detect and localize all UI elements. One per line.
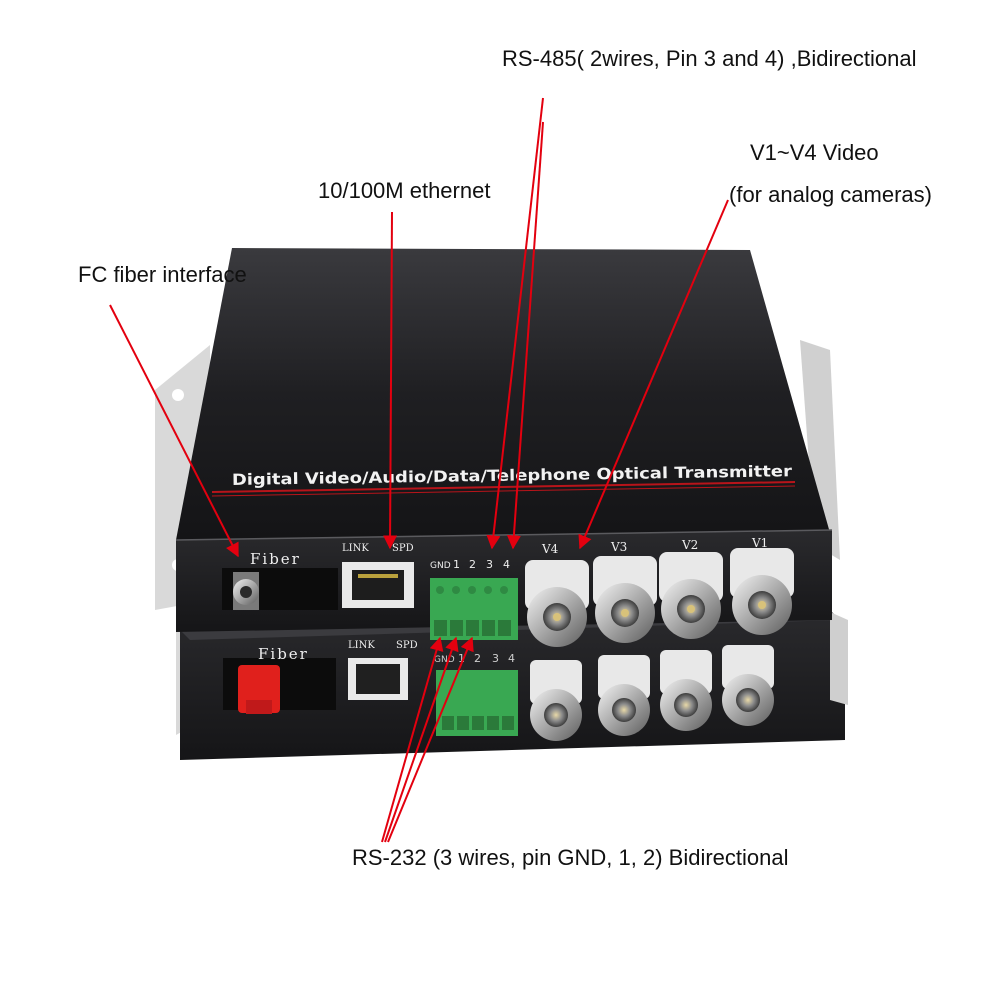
- callout-video-line1: V1~V4 Video: [750, 140, 879, 165]
- callout-ethernet: 10/100M ethernet: [318, 178, 491, 203]
- pin-label-3: 3: [486, 558, 493, 571]
- pin-label-3-lower: 3: [492, 652, 499, 665]
- link-label-upper: LINK: [342, 543, 369, 554]
- fiber-arrow: [109, 304, 239, 558]
- terminal-pin-labels: GND 1 2 3 4: [430, 558, 510, 571]
- video-arrow: [578, 199, 729, 550]
- upper-unit: [155, 248, 840, 647]
- port-label-v1: V1: [751, 536, 768, 550]
- callout-rs485: RS-485( 2wires, Pin 3 and 4) ,Bidirectio…: [502, 46, 917, 71]
- port-label-v4: V4: [541, 542, 559, 556]
- port-label-v2: V2: [681, 538, 698, 552]
- callout-fiber: FC fiber interface: [78, 262, 247, 287]
- mounting-ear-right: [830, 612, 848, 705]
- pin-label-1: 1: [453, 558, 460, 571]
- callout-video-line2: (for analog cameras): [729, 182, 932, 207]
- rs232-arrow-pin2: [387, 636, 474, 843]
- rs485-arrow-pin4: [506, 121, 544, 550]
- rs232-arrow-pin1: [384, 636, 459, 843]
- link-label-lower: LINK: [348, 640, 375, 651]
- fiber-label-lower: Fiber: [258, 645, 309, 663]
- rs485-arrow-pin3: [486, 97, 544, 550]
- pin-label-4-lower: 4: [508, 652, 515, 665]
- pin-label-2: 2: [469, 558, 476, 571]
- pin-label-gnd-lower: GND: [434, 655, 455, 665]
- rs232-arrow-gnd: [381, 636, 444, 843]
- mounting-ear-right-upper: [800, 340, 840, 560]
- callout-rs232: RS-232 (3 wires, pin GND, 1, 2) Bidirect…: [352, 845, 789, 870]
- pin-label-1-lower: 1: [458, 652, 465, 665]
- pin-label-4: 4: [503, 558, 510, 571]
- fiber-label-upper: Fiber: [250, 550, 301, 568]
- bnc-connector-row: [525, 548, 794, 647]
- device-top-face: [176, 248, 832, 540]
- video-port-labels: V4 V3 V2 V1: [541, 536, 768, 556]
- callout-arrows: [109, 97, 729, 843]
- ethernet-arrow: [383, 211, 398, 550]
- pin-label-2-lower: 2: [474, 652, 481, 665]
- spd-label-upper: SPD: [392, 543, 414, 554]
- spd-label-lower: SPD: [396, 640, 418, 651]
- terminal-pin-labels-lower: GND 1 2 3 4: [434, 652, 515, 665]
- port-label-v3: V3: [610, 540, 627, 554]
- pin-label-gnd: GND: [430, 561, 451, 571]
- lower-bnc-row: [530, 645, 774, 741]
